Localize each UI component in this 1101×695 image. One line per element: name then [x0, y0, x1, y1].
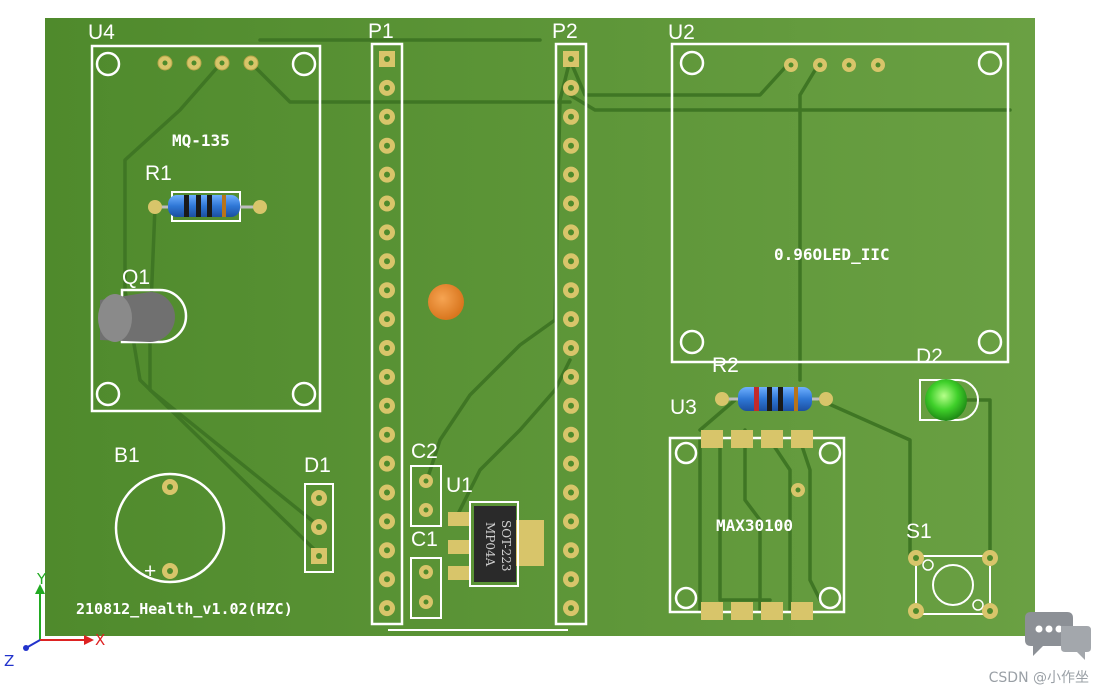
p1-ref: P1 [368, 20, 394, 43]
p1-pin-hole [384, 345, 390, 351]
q1-ref: Q1 [122, 266, 150, 289]
r2-resistor [715, 387, 833, 411]
p1-pin-hole [384, 576, 390, 583]
u3-module [668, 430, 846, 620]
p2-pin-hole [568, 605, 574, 612]
u4-module [90, 44, 322, 413]
axis-y-label: Y [36, 570, 47, 588]
p2-pin-hole [568, 113, 574, 120]
p2-pin-hole [568, 258, 574, 265]
p2-pin-hole [568, 200, 574, 207]
c2-ref: C2 [411, 440, 438, 463]
p1-pin-hole [384, 113, 390, 120]
r1-resistor [148, 191, 267, 222]
axis-x-label: X [95, 631, 105, 649]
p2-ref: P2 [552, 20, 578, 43]
u2-module [670, 42, 1010, 364]
u1-regulator [448, 501, 544, 587]
b1-ref: B1 [114, 444, 140, 467]
p1-pin-hole [384, 258, 390, 265]
comment-bubble-icon[interactable] [1021, 610, 1093, 666]
p1-pin-hole [384, 605, 390, 612]
axis-gizmo [23, 584, 94, 651]
u2-ref: U2 [668, 21, 695, 44]
p2-pin-hole [568, 547, 574, 554]
u1-body-line1: SOT-223 [499, 520, 513, 571]
p1-pin-hole [384, 142, 390, 149]
p2-pin-hole [568, 84, 574, 91]
d1-header [304, 483, 334, 573]
p1-pin-hole [384, 200, 390, 207]
p1-pin-hole [384, 316, 390, 323]
u3-label: MAX30100 [716, 516, 793, 535]
p2-pin-hole [568, 460, 574, 467]
u1-ref: U1 [446, 474, 473, 497]
p1-pin-hole [384, 56, 390, 62]
p2-pin-hole [568, 229, 574, 236]
u2-label: 0.96OLED_IIC [774, 245, 890, 264]
d2-led [919, 379, 979, 421]
d2-ref: D2 [916, 345, 943, 368]
p2-pin-hole [568, 489, 574, 496]
u3-ref: U3 [670, 396, 697, 419]
p1-pin-hole [384, 287, 390, 294]
axis-z-label: Z [4, 652, 14, 670]
p2-pin-hole [568, 402, 574, 409]
b1-plus: + [144, 560, 156, 583]
p1-pin-hole [384, 402, 390, 409]
u1-body-line2: MP04A [483, 522, 497, 567]
d1-ref: D1 [304, 454, 331, 477]
p1-pin-hole [384, 547, 390, 554]
s1-ref: S1 [906, 520, 932, 543]
p2-pin-hole [568, 373, 574, 380]
r2-ref: R2 [712, 354, 739, 377]
p1-pin-hole [384, 460, 390, 467]
p1-pin-hole [384, 489, 390, 496]
p2-pin-hole [568, 171, 574, 178]
p1-header [370, 42, 404, 626]
s1-switch [908, 550, 998, 619]
p1-pin-hole [384, 84, 390, 91]
fiducial-mark [428, 284, 464, 320]
p2-pin-hole [568, 518, 574, 525]
p2-header [554, 42, 588, 626]
p1-pin-hole [384, 518, 390, 525]
u4-ref: U4 [88, 21, 115, 44]
board-name: 210812_Health_v1.02(HZC) [76, 600, 293, 618]
p1-pin-hole [384, 431, 390, 438]
p1-pin-hole [384, 229, 390, 236]
c1-capacitor [410, 557, 442, 619]
r1-ref: R1 [145, 162, 172, 185]
p2-pin-hole [568, 316, 574, 323]
p2-pin-hole [568, 576, 574, 583]
p1-pin-hole [384, 373, 390, 380]
watermark: CSDN @小作坐 [988, 670, 1089, 686]
b1-buzzer [114, 472, 226, 584]
c1-ref: C1 [411, 528, 438, 551]
u4-label: MQ-135 [172, 131, 230, 150]
c2-capacitor [410, 465, 442, 527]
p2-pin-hole [568, 287, 574, 294]
p2-pin-hole [568, 431, 574, 438]
p1-pin-hole [384, 171, 390, 178]
copper-traces [123, 38, 1012, 612]
q1-transistor [98, 288, 188, 344]
p2-pin-hole [568, 345, 574, 351]
p2-pin-hole [568, 142, 574, 149]
p2-pin-hole [568, 56, 574, 62]
